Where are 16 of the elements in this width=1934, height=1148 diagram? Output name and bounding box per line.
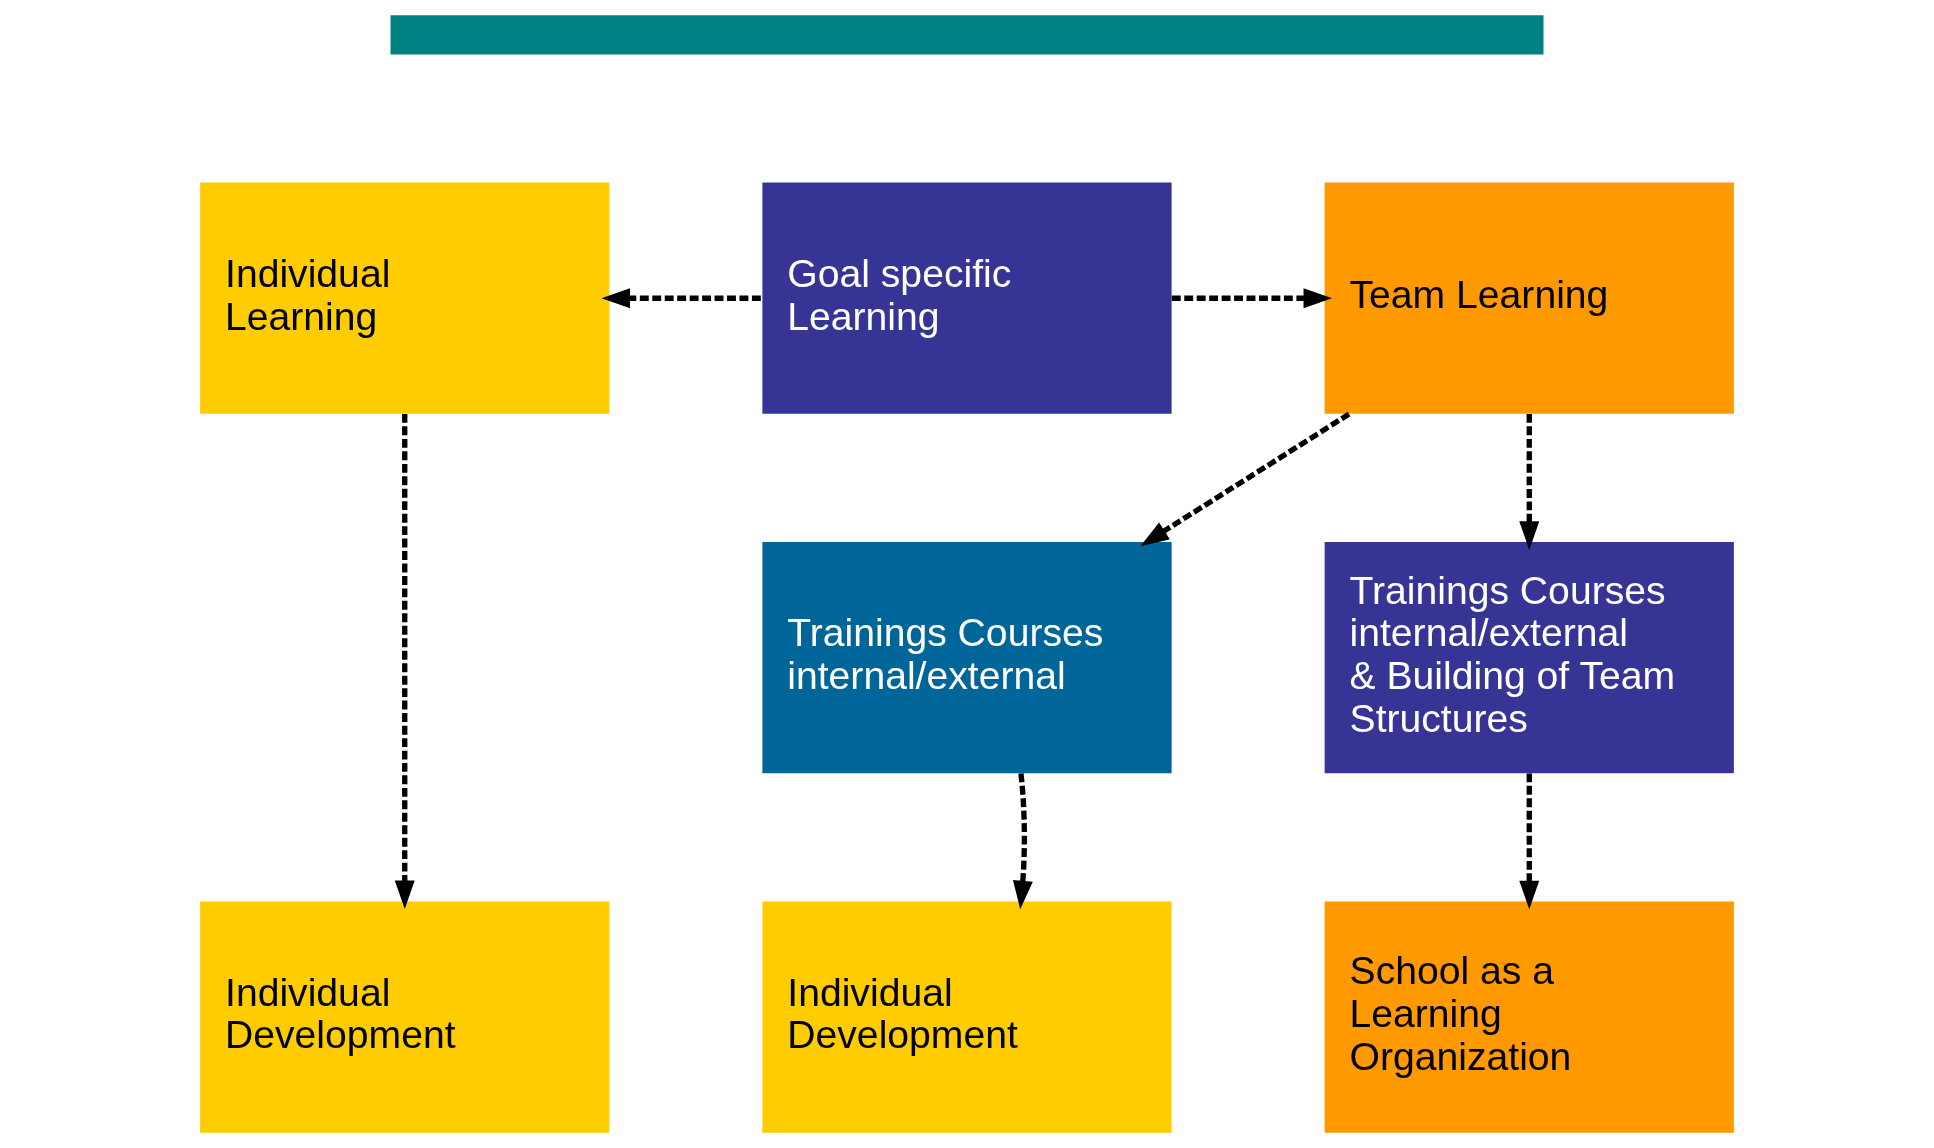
node-box: Trainings Courses internal/external & Building of Team Structures <box>1324 541 1734 774</box>
arrow <box>394 414 415 910</box>
arrow <box>1012 773 1033 910</box>
node-box: Individual Development <box>200 901 610 1133</box>
node-bar <box>390 15 1544 55</box>
arrow <box>601 288 762 309</box>
arrow <box>1519 773 1540 910</box>
node-box: Individual Learning <box>200 182 610 414</box>
node-box: Trainings Courses internal/external <box>762 541 1172 774</box>
node-box: Team Learning <box>1324 182 1734 414</box>
arrow <box>1519 414 1540 550</box>
node-box: Goal specific Learning <box>762 182 1172 414</box>
arrow <box>1171 288 1333 309</box>
node-box: School as a Learning Organization <box>1324 901 1734 1133</box>
arrow <box>1140 411 1351 547</box>
node-box: Individual Development <box>762 901 1172 1133</box>
